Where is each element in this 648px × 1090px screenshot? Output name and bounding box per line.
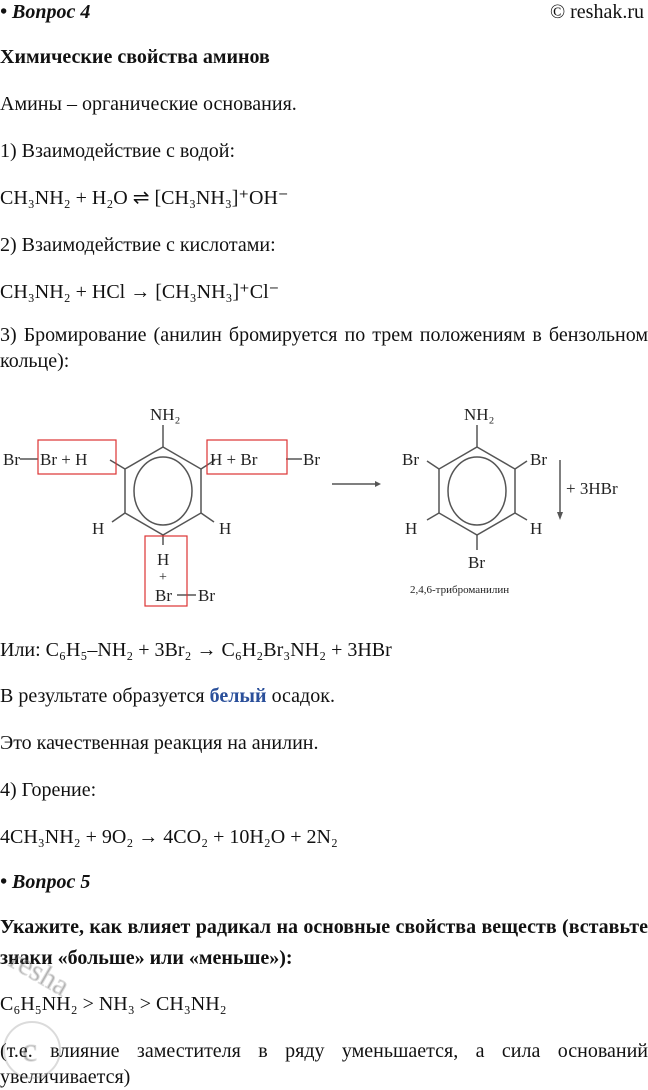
- highlight-box-bottom: [144, 535, 188, 607]
- question-5-heading: • Вопрос 5: [0, 871, 91, 893]
- highlight-box-right: [206, 439, 288, 475]
- h-label: H: [92, 519, 104, 538]
- h-label: H: [219, 519, 231, 538]
- br-label: Br: [468, 553, 485, 572]
- br-label: Br: [3, 450, 20, 469]
- point-1: 1) Взаимодействие с водой:: [0, 140, 235, 162]
- point-4: 4) Горение:: [0, 779, 97, 801]
- result-post: осадок.: [266, 685, 335, 707]
- watermark-logo: c resha: [3, 955, 76, 1079]
- result-highlight: белый: [209, 685, 267, 707]
- result-pre: В результате образуется: [0, 685, 210, 707]
- br-label: Br: [530, 450, 547, 469]
- plus-label: +: [159, 570, 167, 585]
- intro-text: Амины – органические основания.: [0, 93, 297, 115]
- result-text: В результате образуется белый осадок.: [0, 684, 335, 708]
- h-label: H: [405, 519, 417, 538]
- nh2-label: NH₂: [150, 405, 180, 424]
- highlight-box-left: [37, 439, 117, 475]
- hbr-label: + 3HBr: [566, 479, 618, 498]
- point-2: 2) Взаимодействие с кислотами:: [0, 234, 276, 256]
- section-title: Химические свойства аминов: [0, 46, 270, 68]
- h-label: H: [157, 550, 169, 569]
- question-5-task: Укажите, как влияет радикал на основные …: [0, 916, 648, 969]
- br-label: Br: [402, 450, 419, 469]
- svg-text:c: c: [22, 1032, 37, 1069]
- explanation: (т.е. влияние заместителя в ряду уменьша…: [0, 1040, 648, 1088]
- product-name: 2,4,6-триброманилин: [410, 584, 509, 596]
- answer: C₆H₅NH₂ > NH₃ > CH₃NH₂: [0, 993, 227, 1015]
- br-label: Br: [198, 586, 215, 605]
- benzene-ring-reactant: [124, 446, 202, 536]
- bromination-diagram: NH₂ Br Br + H H + Br Br H H H + Br Br NH…: [3, 405, 618, 607]
- equation-2: CH₃NH₂ + HCl → [CH₃NH₃]⁺Cl⁻: [0, 281, 280, 303]
- question-heading: • Вопрос 4: [0, 1, 91, 23]
- benzene-ring-product: [438, 446, 516, 536]
- h-plus-br-label: H + Br: [210, 450, 258, 469]
- equation-1: CH₃NH₂ + H₂O ⇌ [CH₃NH₃]⁺OH⁻: [0, 187, 289, 209]
- point-3: 3) Бромирование (анилин бромируется по т…: [0, 324, 648, 372]
- br-plus-h-label: Br + H: [40, 450, 87, 469]
- br-label: Br: [303, 450, 320, 469]
- quality-text: Это качественная реакция на анилин.: [0, 732, 319, 754]
- h-label: H: [530, 519, 542, 538]
- nh2-label: NH₂: [464, 405, 494, 424]
- equation-4: 4CH₃NH₂ + 9O₂ → 4CO₂ + 10H₂O + 2N₂: [0, 826, 338, 848]
- equation-3: Или: C₆H₅–NH₂ + 3Br₂ → C₆H₂Br₃NH₂ + 3HBr: [0, 639, 392, 661]
- svg-text:resha: resha: [4, 955, 75, 1003]
- copyright: © reshak.ru: [549, 1, 644, 23]
- br-label: Br: [155, 586, 172, 605]
